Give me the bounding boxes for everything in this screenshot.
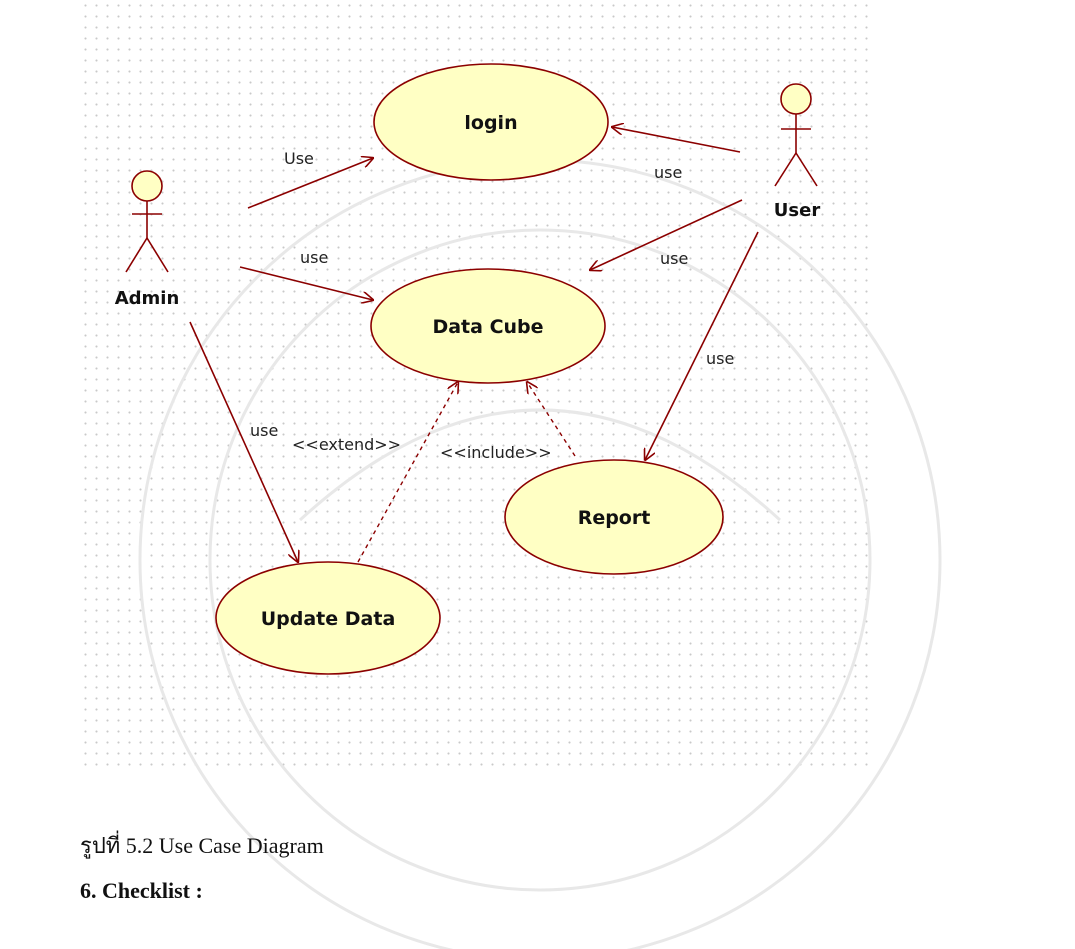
usecase-update-data-label: Update Data (261, 608, 396, 630)
label-extend: <<extend>> (292, 435, 401, 454)
connector-admin-datacube (239, 266, 373, 300)
connector-update-datacube (357, 382, 458, 563)
connector-admin-update (189, 321, 298, 562)
usecase-login-label: login (464, 112, 517, 134)
actor-user[interactable] (774, 83, 818, 187)
connector-user-datacube (590, 199, 743, 270)
label-admin-update: use (250, 421, 278, 440)
usecase-login[interactable]: login (373, 63, 609, 181)
usecase-data-cube[interactable]: Data Cube (370, 268, 606, 384)
usecase-report-label: Report (578, 507, 651, 529)
actor-admin[interactable] (125, 170, 169, 273)
label-user-datacube: use (660, 249, 688, 268)
actor-user-label: User (774, 200, 821, 221)
usecase-data-cube-label: Data Cube (432, 316, 543, 338)
connector-report-datacube (527, 382, 576, 457)
usecase-report[interactable]: Report (504, 459, 724, 575)
usecase-update-data[interactable]: Update Data (215, 561, 441, 675)
label-admin-datacube: use (300, 248, 328, 267)
label-admin-login: Use (284, 149, 314, 168)
figure-caption: รูปที่ 5.2 Use Case Diagram (80, 833, 324, 858)
label-include: <<include>> (440, 443, 552, 462)
connector-user-report (645, 231, 759, 460)
label-user-login: use (654, 163, 682, 182)
connector-user-login (612, 127, 741, 153)
label-user-report: use (706, 349, 734, 368)
actor-admin-label: Admin (115, 288, 180, 309)
section-heading: 6. Checklist : (80, 878, 203, 903)
connector-admin-login (247, 158, 373, 209)
